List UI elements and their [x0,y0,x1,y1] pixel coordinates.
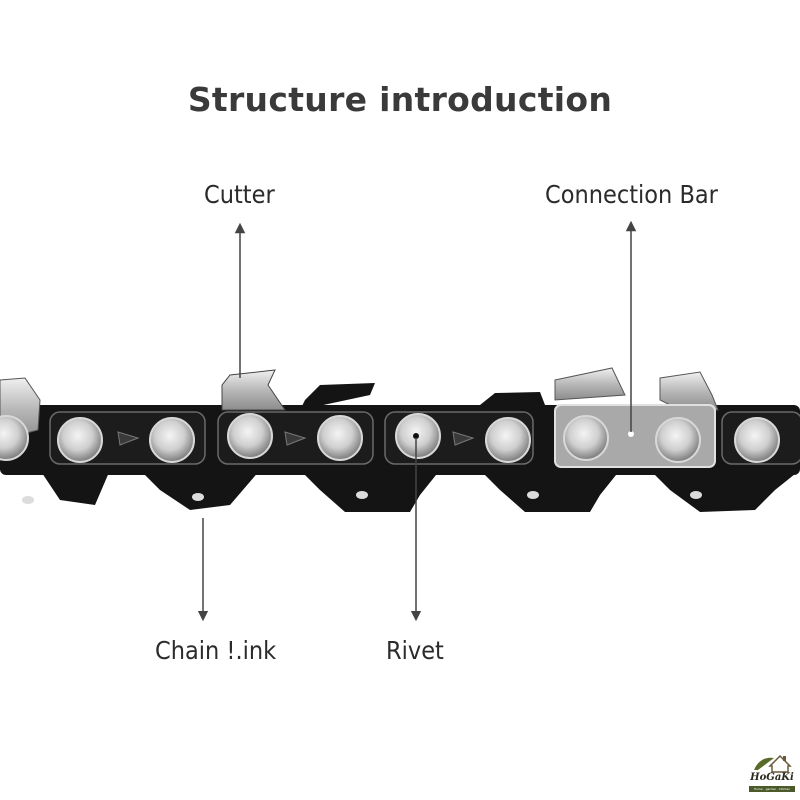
callout-arrows [197,220,637,622]
drive-link-hole [690,491,702,499]
drive-link-hole [192,493,204,501]
rivet [0,415,29,461]
drive-link-hole [22,496,34,504]
top-teeth [300,383,545,410]
rivet [317,415,363,461]
label-cutter: Cutter [204,180,275,209]
drive-link-hole [527,491,539,499]
rivet [734,417,780,463]
drive-link [0,460,150,505]
cutter-top [221,369,286,411]
rivet [227,413,273,459]
rivet [149,417,195,463]
connection-bar-hole [628,431,634,437]
tooth [480,392,545,405]
drive-link [650,470,800,512]
drive-link-hole [356,491,368,499]
direction-arrow-icon [117,431,140,446]
label-connection-bar: Connection Bar [545,180,718,209]
direction-arrow-icon [284,431,307,446]
rivet [57,417,103,463]
diagram-title: Structure introduction [187,80,613,119]
rivet-pointer-dot [413,433,419,439]
logo-name: HoGaKi [750,772,794,783]
cutter-right [659,371,719,411]
drive-links [0,460,800,512]
house-leaf-icon [754,754,792,773]
tooth [300,383,375,410]
connection-bar-plate [554,367,626,401]
label-rivet: Rivet [386,636,444,665]
logo-tagline: Home · garden · kitchen [749,786,795,792]
brand-logo: HoGaKi Home · garden · kitchen [748,750,796,796]
direction-arrows [117,431,475,446]
drive-link-holes [22,491,702,504]
label-chain-link: Chain !.ink [155,636,277,665]
direction-arrow-icon [452,431,475,446]
drive-link [480,470,620,512]
drive-link [140,470,260,510]
rivet [563,415,609,461]
rivet [655,417,701,463]
rivet [485,417,531,463]
drive-link [300,470,440,512]
